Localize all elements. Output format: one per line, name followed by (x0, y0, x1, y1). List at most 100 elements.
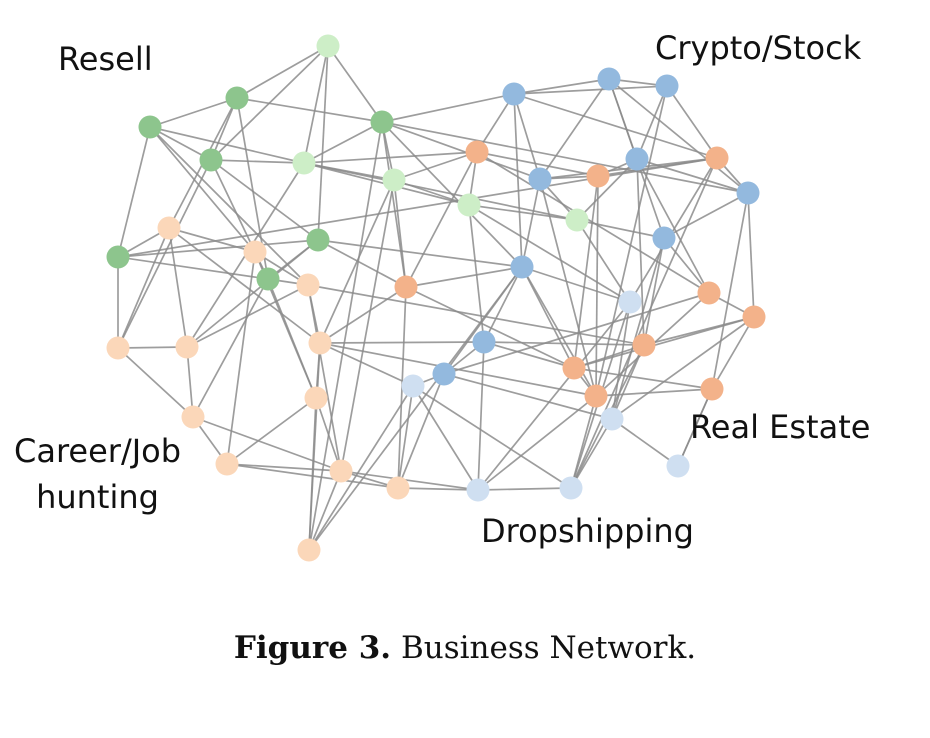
network-edge (381, 121, 407, 288)
network-edge (149, 126, 256, 253)
network-edge (677, 388, 713, 467)
network-edge (597, 157, 718, 177)
caption-number: Figure 3. (233, 630, 392, 666)
network-edge (210, 159, 256, 253)
network-edge (226, 397, 317, 465)
network-edge (168, 227, 321, 344)
network-edge (539, 178, 597, 397)
network-edge (308, 470, 342, 551)
network-edge (149, 126, 212, 161)
network-edge (636, 158, 749, 194)
network-edge (117, 347, 194, 418)
network-edge (643, 237, 665, 346)
network-edge (412, 385, 572, 489)
network-edge (192, 278, 269, 418)
network-edge (747, 192, 755, 318)
network-node-resell (256, 267, 280, 291)
network-edge (317, 239, 407, 288)
network-node-resell-light (565, 208, 589, 232)
network-edges (117, 45, 755, 551)
network-edge (226, 251, 256, 465)
caption-text: Business Network. (391, 630, 697, 666)
network-edge (477, 301, 631, 491)
network-edge (397, 373, 445, 489)
network-edge (319, 341, 485, 344)
network-edge (636, 85, 668, 160)
network-edge (468, 204, 631, 303)
network-nodes (106, 34, 766, 562)
network-edge (663, 237, 710, 294)
network-node-dropshipping (666, 454, 690, 478)
network-node-dropshipping (559, 476, 583, 500)
network-edge (521, 178, 541, 268)
network-edge (477, 395, 597, 491)
network-edge (303, 162, 578, 221)
network-edge (381, 121, 541, 180)
network-graph (106, 34, 766, 562)
network-edge (611, 344, 645, 420)
network-edge (381, 121, 749, 194)
network-edge (476, 151, 599, 177)
network-node-real-estate (562, 356, 586, 380)
label-career-job-hunting: Career/Job hunting (14, 432, 182, 516)
network-edge (315, 397, 342, 472)
network-node-crypto (625, 147, 649, 171)
network-edge (477, 487, 572, 491)
label-real-estate: Real Estate (690, 408, 871, 446)
network-edge (226, 463, 342, 472)
network-node-crypto (502, 82, 526, 106)
network-edge (303, 45, 329, 164)
network-edge (308, 385, 414, 551)
network-edge (319, 342, 414, 387)
network-node-career (106, 336, 130, 360)
network-edge (319, 342, 597, 397)
network-node-crypto (528, 167, 552, 191)
network-node-crypto (597, 67, 621, 91)
network-edge (117, 157, 718, 258)
network-edge (168, 227, 188, 348)
network-node-real-estate (586, 164, 610, 188)
network-edge (521, 266, 631, 303)
network-edge (327, 45, 383, 123)
network-node-dropshipping (618, 290, 642, 314)
network-edge (210, 159, 305, 164)
network-edge (149, 97, 238, 128)
network-node-career (175, 335, 199, 359)
network-edge (573, 175, 599, 369)
figure-caption: Figure 3. Business Network. (0, 630, 930, 666)
network-edge (405, 286, 575, 369)
network-edge (186, 346, 194, 418)
network-edge (539, 78, 610, 180)
network-edge (117, 256, 269, 280)
network-node-career (386, 476, 410, 500)
network-edge (595, 175, 599, 397)
network-edge (317, 45, 329, 241)
network-edge (573, 344, 645, 369)
network-edge (192, 416, 342, 472)
network-edge (381, 93, 515, 123)
network-node-career (329, 459, 353, 483)
network-edge (397, 487, 479, 491)
network-edge (340, 470, 479, 491)
network-edge (393, 151, 478, 181)
network-node-real-estate (705, 146, 729, 170)
network-node-resell (106, 245, 130, 269)
network-edge (303, 151, 478, 164)
network-edge (468, 204, 485, 343)
network-edge (443, 373, 613, 420)
network-edge (117, 346, 188, 349)
network-edge (307, 284, 645, 346)
network-edge (513, 93, 523, 268)
network-node-career (308, 331, 332, 355)
network-node-crypto (432, 362, 456, 386)
network-edge (573, 367, 713, 390)
network-edge (611, 237, 665, 420)
network-edge (629, 157, 718, 303)
network-edge (340, 179, 395, 472)
network-node-resell (138, 115, 162, 139)
network-node-career (157, 216, 181, 240)
network-edge (117, 159, 212, 349)
network-edge (611, 418, 679, 467)
network-node-resell-light (457, 193, 481, 217)
network-node-crypto (652, 226, 676, 250)
